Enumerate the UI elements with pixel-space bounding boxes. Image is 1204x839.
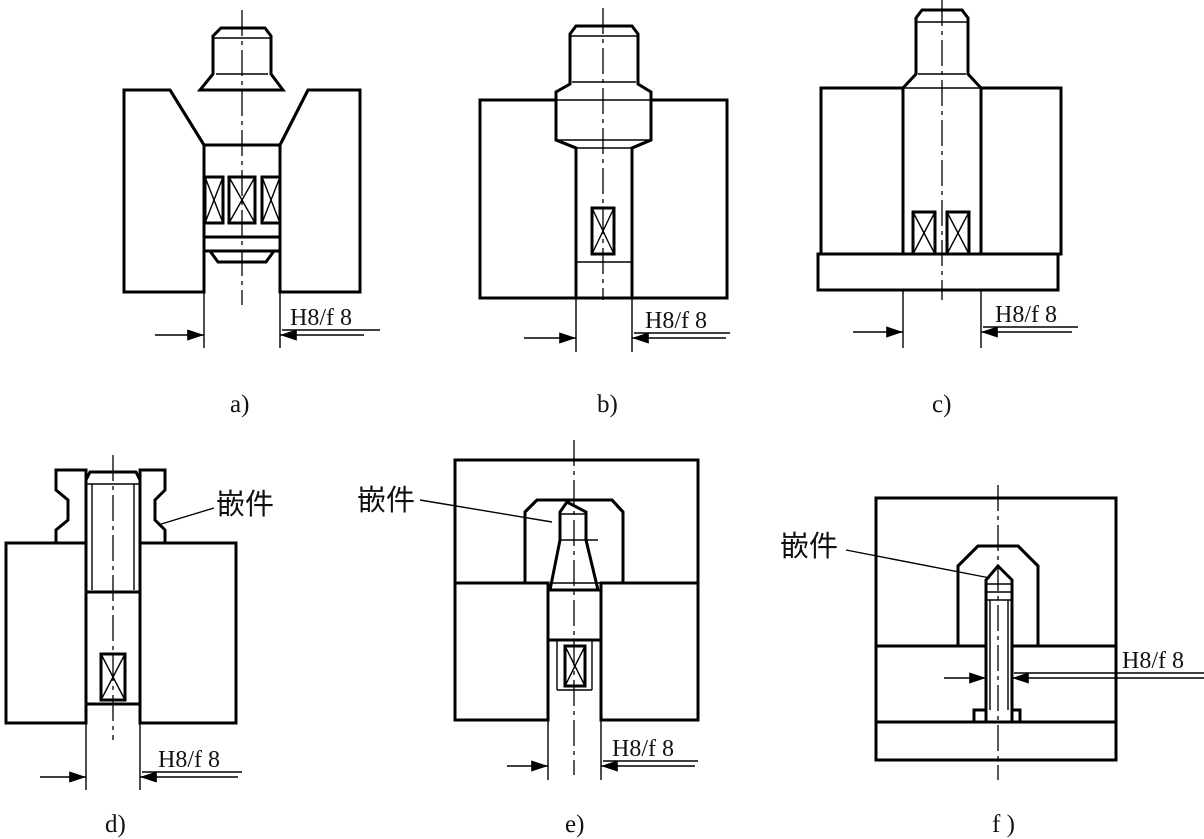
panel-a: H8/f 8 a) xyxy=(122,10,380,418)
fit-label-f: H8/f 8 xyxy=(1122,648,1184,674)
panel-f: 嵌件 H8/f 8 f ) xyxy=(780,485,1204,838)
caption-f: f ) xyxy=(992,811,1015,838)
fit-label-c: H8/f 8 xyxy=(995,302,1057,328)
caption-a: a) xyxy=(230,391,249,418)
insert-label-f: 嵌件 xyxy=(780,529,838,563)
panel-b: H8/f 8 b) xyxy=(478,8,730,418)
panel-e: 嵌件 H8/f 8 e) xyxy=(357,440,700,838)
panel-c: H8/f 8 c) xyxy=(816,0,1078,418)
fit-label-e: H8/f 8 xyxy=(612,736,674,762)
insert-label-d: 嵌件 xyxy=(216,487,274,521)
fit-label-b: H8/f 8 xyxy=(645,308,707,334)
plate-right xyxy=(630,98,729,300)
plate-left xyxy=(478,98,578,300)
caption-d: d) xyxy=(105,811,126,838)
caption-e: e) xyxy=(565,811,584,838)
panel-d: 嵌件 H8/f 8 d) xyxy=(4,455,274,838)
caption-b: b) xyxy=(597,391,618,418)
caption-c: c) xyxy=(932,391,951,418)
plate-left xyxy=(122,88,206,294)
fit-label-a: H8/f 8 xyxy=(290,305,352,331)
fit-label-d: H8/f 8 xyxy=(158,747,220,773)
insert-label-e: 嵌件 xyxy=(357,483,415,517)
